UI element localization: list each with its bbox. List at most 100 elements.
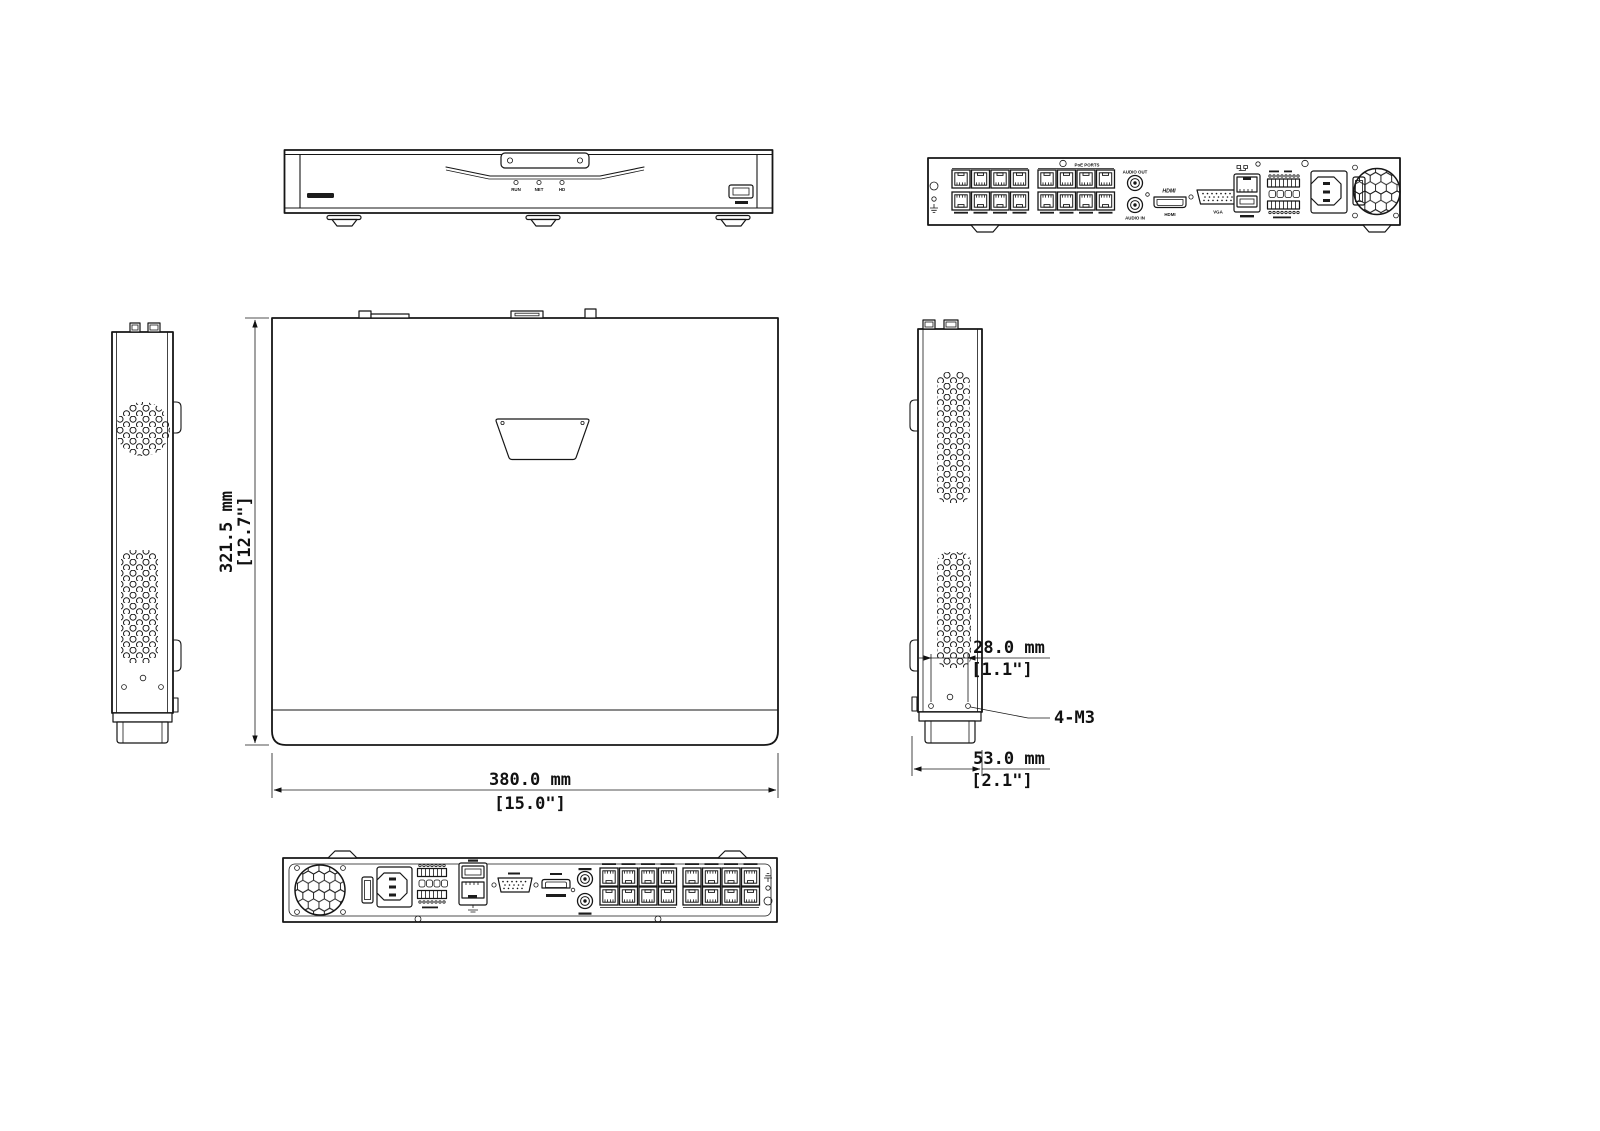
audio-out-jack [576,892,594,910]
inner-plate [288,863,772,917]
audio-jacks: AUDIO OUT AUDIO IN [1123,170,1150,221]
edge-tab [911,696,918,712]
width-dim-mm: 380.0 mm [489,770,571,790]
front-feet [326,214,751,227]
top-edge-tabs [358,308,597,319]
hdmi-port [541,873,571,897]
depth-dim-mm: 53.0 mm [973,749,1045,769]
usb-label [468,859,478,862]
foot-bump [717,850,748,859]
screw-hole [946,693,954,701]
width-dim-inch: [15.0"] [494,794,566,814]
screw-icon [414,915,422,923]
vent-cluster-top [116,402,170,456]
top-mount-tabs [129,322,161,333]
vent-cluster-top [937,372,970,503]
audio-out-label: AUDIO OUT [1123,170,1148,175]
screw-hole [139,674,147,682]
ground-icon [764,873,772,882]
network-icon [468,905,478,913]
ground-icon [930,204,938,213]
vent-cluster-bottom [121,550,158,663]
led-plate [500,152,590,169]
side-foot [112,712,173,744]
bottom-view [282,850,778,923]
ground-terminal [929,181,939,213]
fan-grille [1352,164,1401,219]
hdmi-port-label: HDMI [1164,212,1175,217]
ground-terminal [763,873,773,906]
poe-ports-label: PoE PORTS [1075,163,1100,168]
height-dim-inch: [12.7"] [235,496,255,568]
hdmi-label [550,873,562,875]
height-dim-mm: 321.5 mm [217,491,237,573]
handle-recess [495,418,590,461]
hdmi-port: HDMI HDMI [1153,189,1187,217]
power-switch [361,876,374,904]
rear-foot [1362,224,1392,233]
poe-port-group-a [599,863,678,908]
screw-icon [1059,159,1067,168]
rear-foot [970,224,1000,233]
port-number-labels [954,211,1113,214]
vent-cluster-bottom [937,552,971,668]
power-inlet [1310,170,1348,214]
screw-spec-label: 4-M3 [1054,708,1095,728]
bracket-tab [909,399,919,432]
audio-out-label [578,912,592,915]
poe-port-group-b [682,863,761,908]
audio-in-jack [576,870,594,888]
left-side-view [111,322,182,744]
status-leds: RUN NET HD [511,180,565,192]
hdmi-logo: HDMI [1162,189,1176,195]
screw-icon [1255,161,1261,167]
side-foot [918,711,982,744]
top-mount-tabs [922,319,959,330]
alarm-terminal-block [1266,170,1301,219]
bracket-tab [172,401,182,434]
rear-view: PoE PORTS AUDIO OUT AUDIO IN HDMI HDMI V… [927,157,1401,233]
hole-spacing-inch: [1.1"] [971,660,1032,680]
poe-port-group-a [951,168,1114,211]
alarm-terminal-block [416,863,448,909]
lan-usb-stack [1233,165,1261,218]
usb-label [1240,215,1254,218]
hole-spacing-dimension: 28.0 mm [1.1"] [919,638,1050,702]
usb-port-label [735,201,748,204]
vga-label [508,872,520,875]
led-label-hd: HD [559,187,565,192]
usb-lan-stack [458,859,488,913]
edge-tab [172,697,179,713]
audio-jacks [570,868,594,915]
depth-dim-inch: [2.1"] [971,771,1032,791]
front-usb-port [728,184,754,204]
hdmi-logo-mark [546,894,566,897]
audio-in-label [578,868,592,871]
audio-in-jack [1126,196,1144,214]
bracket-tab [909,639,919,672]
hole-spacing-mm: 28.0 mm [973,638,1045,658]
brand-logo [307,193,334,198]
audio-out-jack [1126,174,1144,192]
top-view: 321.5 mm [12.7"] 380.0 mm [15.0"] [217,308,779,814]
width-dimension: 380.0 mm [15.0"] [271,753,779,814]
right-side-view: 28.0 mm [1.1"] 4-M3 53.0 mm [2.1"] [909,319,1095,791]
top-panel-outline [271,317,779,746]
vga-port-label: VGA [1213,210,1223,215]
fan-grille [294,864,346,916]
screw-hole [158,684,164,690]
foot-bump [327,850,358,859]
front-view: RUN NET HD [283,149,774,227]
screw-icon [1393,212,1399,219]
led-label-net: NET [535,187,544,192]
height-dimension: 321.5 mm [12.7"] [217,317,269,746]
audio-in-label: AUDIO IN [1125,216,1145,221]
bracket-tab [172,639,182,672]
vga-port [491,872,539,893]
screw-icon [654,915,662,923]
power-inlet [376,866,413,908]
mount-hole [965,703,971,709]
screw-icon [1301,159,1309,168]
led-label-run: RUN [511,187,521,192]
